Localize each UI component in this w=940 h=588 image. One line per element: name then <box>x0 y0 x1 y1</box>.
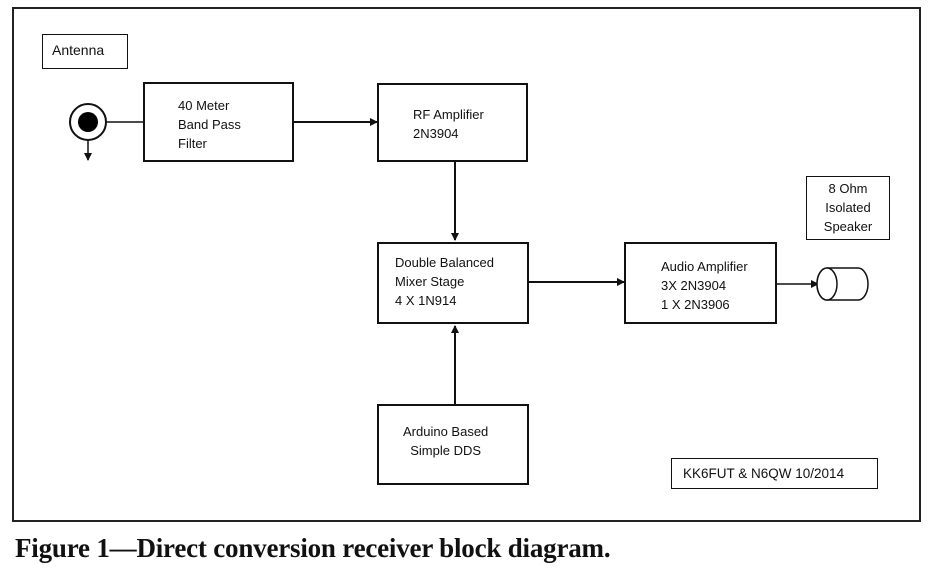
audio-amp-line-2: 3X 2N3904 <box>661 278 727 293</box>
speaker-label-box: 8 Ohm Isolated Speaker <box>806 176 890 240</box>
speaker-icon <box>816 267 869 301</box>
speaker-line-2: Isolated <box>825 200 871 215</box>
mixer-line-2: Mixer Stage <box>395 274 465 289</box>
band-pass-filter-block: 40 Meter Band Pass Filter <box>143 82 294 162</box>
rf-amplifier-block: RF Amplifier 2N3904 <box>377 83 528 162</box>
dds-line-1: Arduino Based <box>403 424 489 439</box>
bpf-line-2: Band Pass <box>178 117 241 132</box>
diagram-frame <box>12 7 921 522</box>
antenna-connector-icon <box>69 103 107 161</box>
antenna-label: Antenna <box>52 42 105 58</box>
audio-amp-line-3: 1 X 2N3906 <box>661 297 730 312</box>
antenna-label-box: Antenna <box>42 34 128 69</box>
speaker-line-3: Speaker <box>823 219 873 234</box>
rf-amp-line-1: RF Amplifier <box>413 107 484 122</box>
bpf-line-3: Filter <box>178 136 207 151</box>
dds-block: Arduino Based Simple DDS <box>377 404 529 485</box>
audio-amplifier-block: Audio Amplifier 3X 2N3904 1 X 2N3906 <box>624 242 777 324</box>
mixer-line-1: Double Balanced <box>395 255 495 270</box>
credit-box: KK6FUT & N6QW 10/2014 <box>671 458 878 489</box>
speaker-line-1: 8 Ohm <box>828 181 868 196</box>
rf-amp-line-2: 2N3904 <box>413 126 459 141</box>
dds-line-2: Simple DDS <box>410 443 482 458</box>
figure-caption: Figure 1—Direct conversion receiver bloc… <box>15 533 611 563</box>
bpf-line-1: 40 Meter <box>178 98 230 113</box>
audio-amp-line-1: Audio Amplifier <box>661 259 748 274</box>
credit-text: KK6FUT & N6QW 10/2014 <box>683 466 845 481</box>
mixer-line-3: 4 X 1N914 <box>395 293 457 308</box>
mixer-block: Double Balanced Mixer Stage 4 X 1N914 <box>377 242 529 324</box>
